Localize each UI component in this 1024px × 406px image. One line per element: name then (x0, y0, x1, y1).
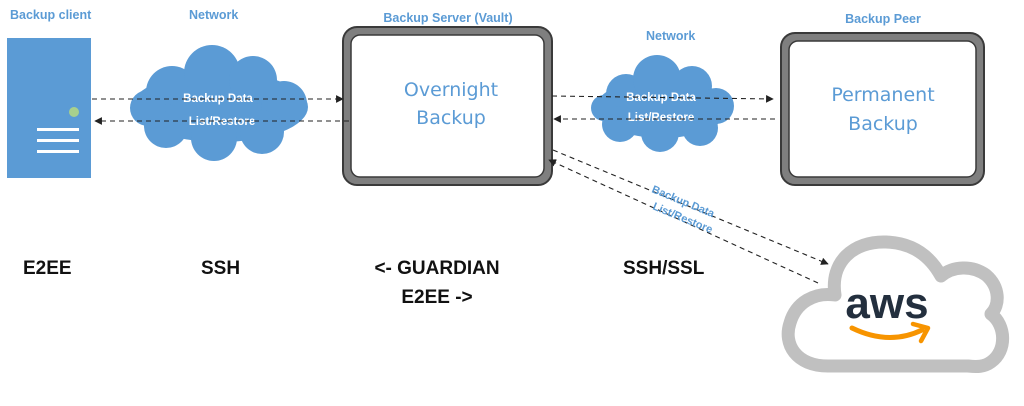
aws-smile-icon (849, 325, 925, 341)
server-icon (7, 38, 91, 178)
network-cloud-1: Network Backup Data List/Restore (130, 8, 308, 161)
protocol-network-1: SSH (201, 258, 240, 279)
peer-title: Backup Peer (845, 12, 921, 26)
peer-line-1: Permanent (831, 84, 934, 106)
network-2-list-restore-label: List/Restore (628, 112, 694, 124)
backup-vault-node: Backup Server (Vault) Overnight Backup (342, 11, 553, 186)
arrow-vault-to-peer (551, 95, 774, 103)
peer-line-2: Backup (848, 113, 918, 135)
aws-node: aws (781, 235, 1010, 373)
protocol-network-2: SSH/SSL (623, 258, 705, 279)
network-2-title: Network (646, 29, 695, 43)
backup-client-node: Backup client (7, 8, 92, 178)
aws-cloud-icon (781, 235, 1010, 373)
arrow-aws-to-vault (548, 159, 819, 284)
network-1-title: Network (189, 8, 238, 22)
backup-client-title: Backup client (10, 8, 92, 22)
protocol-labels: E2EE SSH <- GUARDIAN E2EE -> SSH/SSL (23, 258, 705, 308)
protocol-client: E2EE (23, 258, 72, 279)
protocol-vault-line-2: E2EE -> (401, 287, 472, 308)
aws-logo-text: aws (845, 279, 928, 328)
vault-title: Backup Server (Vault) (383, 11, 512, 25)
aws-smile-arrowhead (910, 321, 931, 344)
connection-arrows (92, 95, 829, 284)
protocol-vault-line-1: <- GUARDIAN (374, 258, 499, 279)
network-cloud-2: Network Backup Data List/Restore (591, 29, 734, 152)
network-1-list-restore-label: List/Restore (189, 116, 255, 128)
vault-line-2: Backup (416, 107, 486, 129)
backup-peer-node: Backup Peer Permanent Backup (780, 12, 985, 186)
arrow-vault-to-aws (552, 149, 829, 265)
vault-line-1: Overnight (404, 79, 498, 101)
